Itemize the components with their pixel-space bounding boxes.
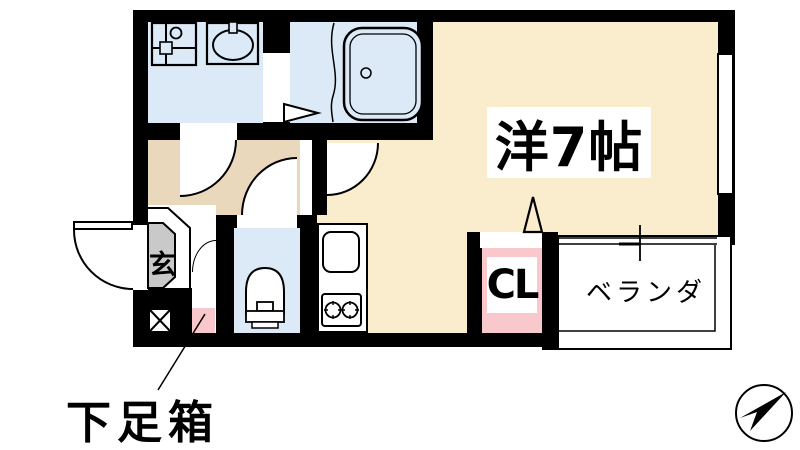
- room-main-lower-strip: [430, 235, 467, 333]
- wall-bathroom-right: [417, 22, 433, 140]
- veranda-label: ベランダ: [585, 278, 706, 308]
- opening-bathroom-door: [263, 53, 290, 122]
- room-bathroom: [290, 22, 417, 123]
- opening-toilet-door: [237, 215, 297, 228]
- room-washroom: [148, 22, 263, 123]
- wall-closet-right: [542, 232, 558, 350]
- wall-toilet-right: [300, 215, 317, 333]
- pipe-space-box: [148, 308, 172, 333]
- opening-washroom-door: [180, 123, 237, 140]
- wall-shoebox-left: [172, 308, 192, 333]
- wall-top: [133, 10, 735, 22]
- window-symbol: [717, 53, 734, 195]
- shoe-box-top-white: [192, 288, 215, 308]
- wall-left: [133, 10, 148, 347]
- room-toilet: [234, 228, 300, 333]
- wall-toilet-left: [216, 215, 234, 347]
- opening-entrance-door: [133, 225, 148, 290]
- entrance-door-leaf: [73, 221, 133, 230]
- entrance-label: 玄: [149, 250, 176, 281]
- main-room-label: 洋7帖: [494, 116, 644, 179]
- wall-genkan-bottom: [148, 288, 192, 308]
- closet-label-box: CL: [486, 257, 540, 313]
- opening-mainroom-door: [300, 140, 312, 215]
- wall-closet-left: [467, 232, 482, 347]
- door-swing-arc-entrance: [73, 230, 133, 290]
- shoe-box-label: 下足箱: [66, 396, 220, 449]
- opening-closet-door: [480, 232, 542, 248]
- wall-mainroom-door: [312, 140, 327, 215]
- kitchen-counter: [317, 223, 368, 333]
- compass-north-icon: [735, 384, 793, 442]
- wall-bottom: [133, 333, 558, 347]
- shoe-box: [192, 308, 215, 333]
- main-room-label-box: 洋7帖: [487, 107, 651, 179]
- closet-label: CL: [486, 262, 540, 308]
